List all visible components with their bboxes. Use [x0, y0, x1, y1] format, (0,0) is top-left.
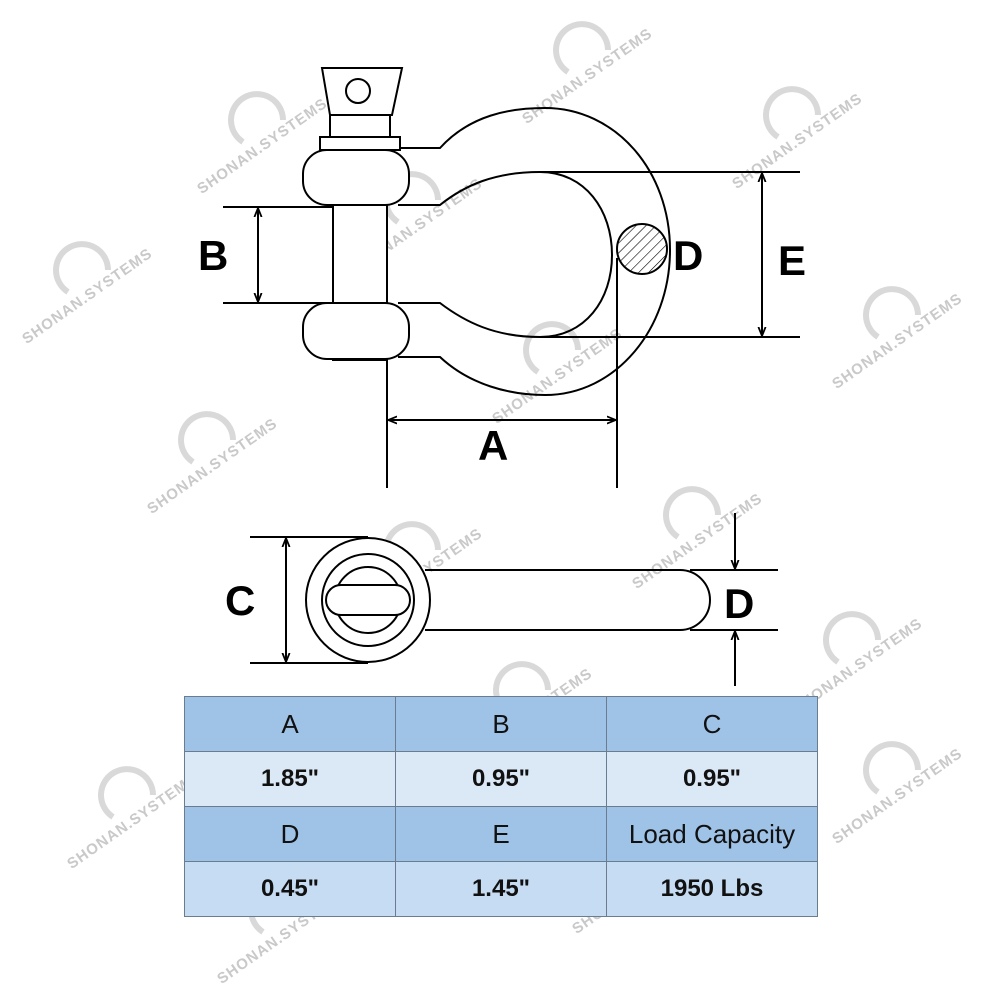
- pin-neck: [329, 114, 391, 138]
- table-value-cell: 0.95": [395, 751, 607, 807]
- table-header-cell: A: [184, 696, 396, 752]
- watermark-text: SHONAN.SYSTEMS: [729, 90, 866, 193]
- watermark-text: SHONAN.SYSTEMS: [519, 25, 656, 128]
- bow-outer-outline: [398, 106, 672, 397]
- watermark-text: SHONAN.SYSTEMS: [144, 415, 281, 518]
- side-bow-body: [425, 569, 711, 631]
- watermark-swoosh: [553, 21, 611, 75]
- label-c: C: [225, 577, 255, 624]
- table-header-cell: E: [395, 806, 607, 862]
- label-a: A: [478, 422, 508, 469]
- shackle-side-view: [305, 537, 711, 663]
- watermark-text: SHONAN.SYSTEMS: [629, 490, 766, 593]
- bow-inner-outline: [398, 170, 614, 339]
- watermark-text: SHONAN.SYSTEMS: [19, 245, 156, 348]
- table-row: 1.85"0.95"0.95": [184, 751, 818, 807]
- watermark-swoosh: [523, 321, 581, 375]
- label-d-front: D: [673, 232, 703, 279]
- watermark-text: SHONAN.SYSTEMS: [64, 770, 201, 873]
- table-header-cell: Load Capacity: [606, 806, 818, 862]
- watermark-swoosh: [823, 611, 881, 665]
- watermark-swoosh: [98, 766, 156, 820]
- table-row: 0.45"1.45"1950 Lbs: [184, 861, 818, 917]
- table-value-cell: 1.85": [184, 751, 396, 807]
- watermark-text: SHONAN.SYSTEMS: [829, 290, 966, 393]
- table-value-cell: 0.95": [606, 751, 818, 807]
- front-dimensions: [223, 171, 800, 488]
- watermark-swoosh: [53, 241, 111, 295]
- side-dimensions: [250, 513, 778, 686]
- upper-ear: [302, 149, 410, 206]
- table-value-cell: 0.45": [184, 861, 396, 917]
- table-header-cell: C: [606, 696, 818, 752]
- side-pin-slot: [325, 584, 411, 616]
- label-e: E: [778, 237, 806, 284]
- section-d-hatch: [616, 223, 668, 275]
- lower-ear: [302, 302, 410, 360]
- table-header-cell: B: [395, 696, 607, 752]
- label-b: B: [198, 232, 228, 279]
- pin-head-hole: [345, 78, 371, 104]
- shackle-front-view: [302, 67, 672, 397]
- pin-collar: [319, 136, 401, 151]
- table-header-cell: D: [184, 806, 396, 862]
- watermark-swoosh: [178, 411, 236, 465]
- watermark-swoosh: [228, 91, 286, 145]
- watermark-swoosh: [663, 486, 721, 540]
- watermark-swoosh: [763, 86, 821, 140]
- label-d-side: D: [724, 580, 754, 627]
- table-value-cell: 1.45": [395, 861, 607, 917]
- watermark-swoosh: [863, 286, 921, 340]
- watermark-swoosh: [863, 741, 921, 795]
- table-value-cell: 1950 Lbs: [606, 861, 818, 917]
- watermark-text: SHONAN.SYSTEMS: [829, 745, 966, 848]
